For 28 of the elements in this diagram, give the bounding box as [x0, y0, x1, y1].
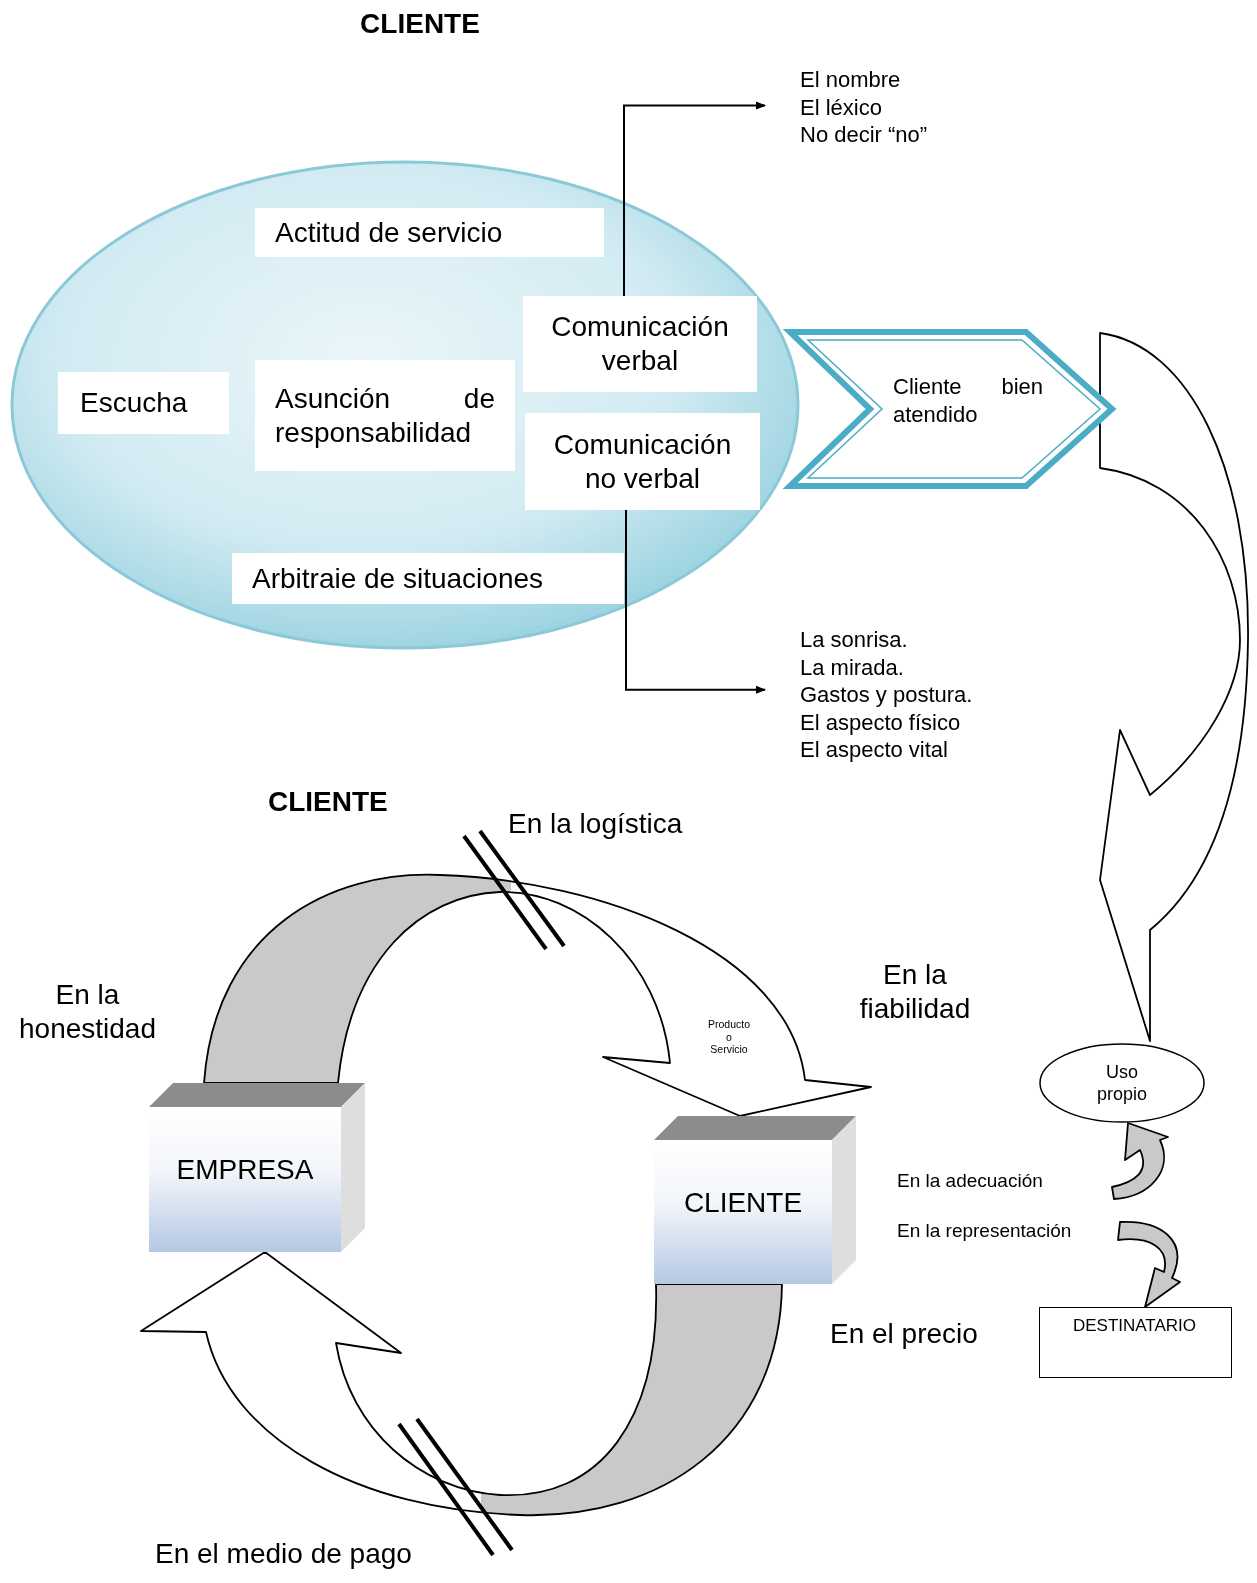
text-label: CLIENTE	[268, 786, 389, 818]
bullet-list: La sonrisa. La mirada. Gastos y postura. El aspecto físico El aspecto vital	[765, 626, 1015, 771]
block-arrow	[203, 874, 872, 1117]
text-label: En el precio	[830, 1318, 979, 1350]
text-label: En la fiabilidad	[858, 958, 972, 1026]
title: CLIENTE	[359, 8, 481, 40]
text-box: Comunicación no verbal	[525, 413, 760, 510]
text-label: En la honestidad	[18, 978, 157, 1046]
block-arrow	[1117, 1221, 1181, 1308]
text-box: Arbitraie de situaciones	[232, 553, 624, 604]
ellipse-shape	[10, 160, 800, 650]
text-label: En la logística	[508, 808, 684, 840]
block-arrow	[1099, 332, 1249, 1042]
rectangle-box: DESTINATARIO	[1039, 1307, 1232, 1378]
bullet-list: El nombre El léxico No decir “no”	[765, 66, 975, 156]
text-label: Producto o Servicio	[707, 1018, 751, 1056]
text-box: Actitud de servicio	[255, 208, 604, 257]
block-arrow	[1111, 1122, 1169, 1200]
text-box: Escucha	[58, 372, 229, 434]
arrow	[625, 509, 766, 694]
text-box: Asunción de responsabilidad	[255, 360, 515, 471]
text-label: En el medio de pago	[155, 1538, 413, 1570]
text-label: En la representación	[897, 1219, 1073, 1243]
oval-shape: Uso propio	[1039, 1043, 1205, 1123]
text-box: Comunicación verbal	[523, 296, 757, 392]
text-label: En la adecuación	[897, 1169, 1044, 1193]
block-arrow	[140, 1251, 783, 1516]
arrow	[623, 101, 766, 297]
